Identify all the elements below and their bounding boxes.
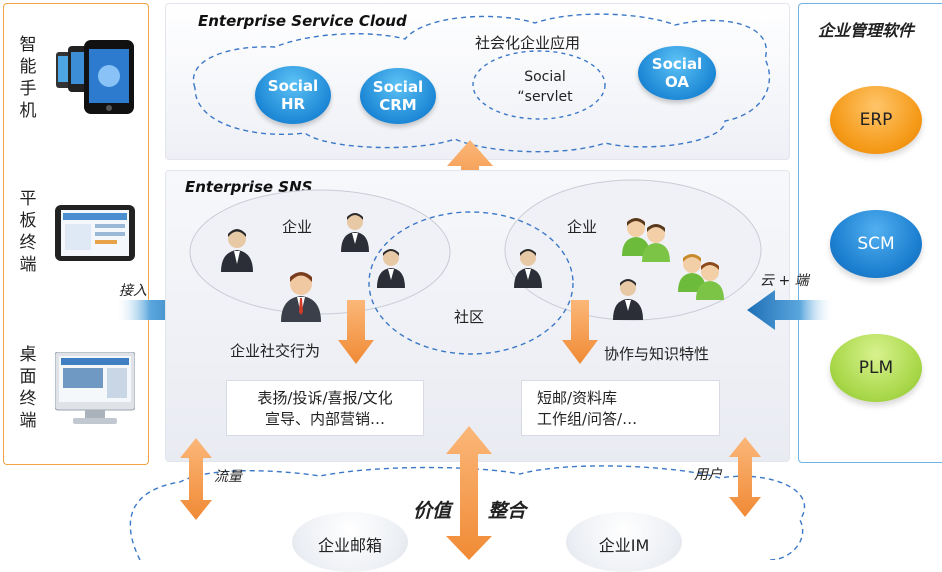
social-servlet-node[interactable]: Social “servlet <box>517 69 573 105</box>
behavior-box-line: 宣导、内部营销… <box>264 410 385 428</box>
plm-node[interactable]: PLM <box>830 334 922 402</box>
person-icon <box>221 229 253 272</box>
person-icon <box>341 213 369 252</box>
enterprise-im-node[interactable]: 企业IM <box>566 512 682 572</box>
behavior-box: 表扬/投诉/喜报/文化 宣导、内部营销… <box>226 380 424 436</box>
smartphone-label: 智能手机 <box>19 35 37 121</box>
desktop-label: 桌面终端 <box>19 345 37 431</box>
person-icon <box>514 249 542 288</box>
collab-label: 协作与知识特性 <box>604 345 710 363</box>
value-label: 价值 <box>413 500 452 522</box>
enterprise-left-label: 企业 <box>282 218 313 236</box>
collab-box-line: 短邮/资料库 <box>537 389 618 407</box>
traffic-label: 流量 <box>214 469 242 485</box>
collab-box-line: 工作组/问答/… <box>537 410 638 428</box>
presenter-icon <box>281 272 321 322</box>
access-label: 接入 <box>119 283 147 299</box>
collab-down-arrow <box>562 300 598 364</box>
community-label: 社区 <box>454 308 485 326</box>
group-icon <box>622 218 670 262</box>
tablet-icon <box>55 205 135 261</box>
enterprise-right-label: 企业 <box>567 218 598 236</box>
cloud-end-label: 云 + 端 <box>760 273 809 289</box>
enterprise-sns-title: Enterprise SNS <box>185 178 313 196</box>
service-cloud-title: Enterprise Service Cloud <box>198 12 407 30</box>
scm-node[interactable]: SCM <box>830 210 922 278</box>
social-hr-node[interactable]: Social HR <box>255 66 331 124</box>
person-icon <box>377 249 405 288</box>
behavior-down-arrow <box>338 300 374 364</box>
behavior-label: 企业社交行为 <box>230 342 321 360</box>
bottom-outline <box>129 465 806 560</box>
social-crm-node[interactable]: Social CRM <box>360 68 436 124</box>
smartphone-icon <box>56 40 134 114</box>
social-apps-label: 社会化企业应用 <box>475 34 581 52</box>
management-software-title: 企业管理软件 <box>818 21 915 40</box>
erp-node[interactable]: ERP <box>830 86 922 154</box>
cloud-outline <box>192 13 770 153</box>
users-label: 用户 <box>694 467 722 483</box>
collab-box: 短邮/资料库 工作组/问答/… <box>521 380 720 436</box>
users-arrow <box>729 437 761 517</box>
desktop-icon <box>55 352 135 424</box>
integrate-label: 整合 <box>488 500 527 522</box>
tablet-label: 平板终端 <box>19 189 37 275</box>
behavior-box-line: 表扬/投诉/喜报/文化 <box>257 389 393 407</box>
social-oa-node[interactable]: Social OA <box>638 46 716 100</box>
group-icon <box>678 254 724 300</box>
cloud-end-arrow <box>747 290 835 330</box>
value-integrate-arrow <box>446 426 492 560</box>
person-icon <box>613 279 643 320</box>
traffic-arrow <box>180 438 212 520</box>
enterprise-mail-node[interactable]: 企业邮箱 <box>292 512 408 572</box>
